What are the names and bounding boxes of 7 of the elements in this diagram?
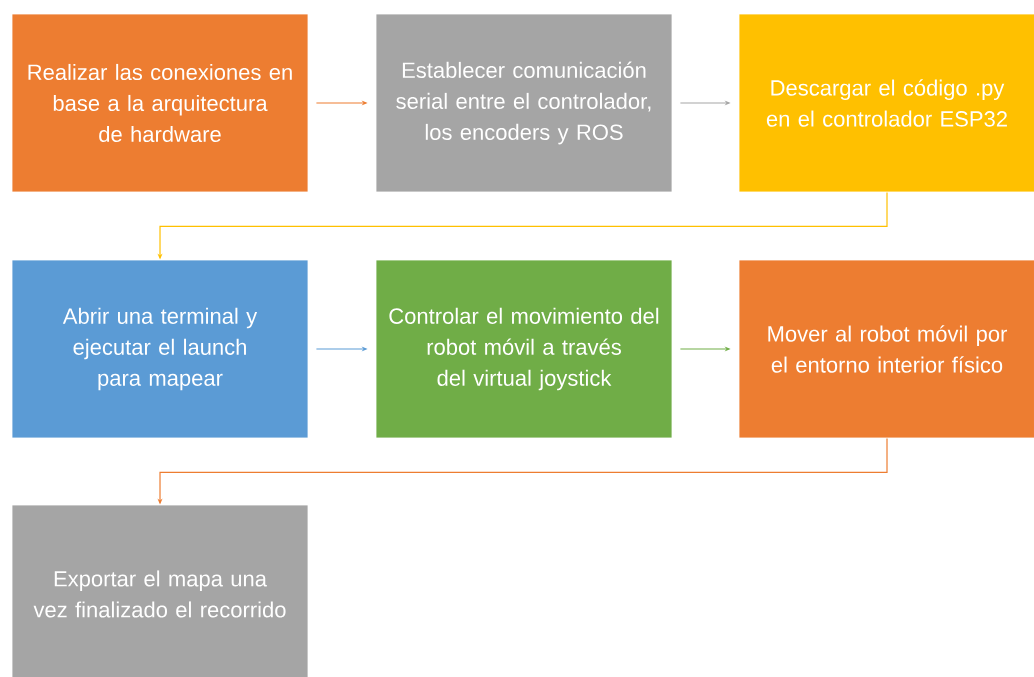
process-box: Controlar el movimiento del robot móvil a través del virtual joystick bbox=[375, 259, 673, 439]
process-box: Realizar las conexiones en base a la arquitectura de hardware bbox=[11, 13, 309, 193]
process-box: Establecer comunicación serial entre el controlador, los encoders y ROS bbox=[375, 13, 673, 193]
process-box: Mover al robot móvil por el entorno interior físico bbox=[738, 259, 1034, 439]
process-box: Abrir una terminal y ejecutar el launch para mapear bbox=[11, 259, 309, 439]
process-box: Descargar el código .py en el controlador ESP32 bbox=[738, 13, 1034, 193]
process-box: Exportar el mapa una vez finalizado el recorrido bbox=[11, 504, 309, 677]
